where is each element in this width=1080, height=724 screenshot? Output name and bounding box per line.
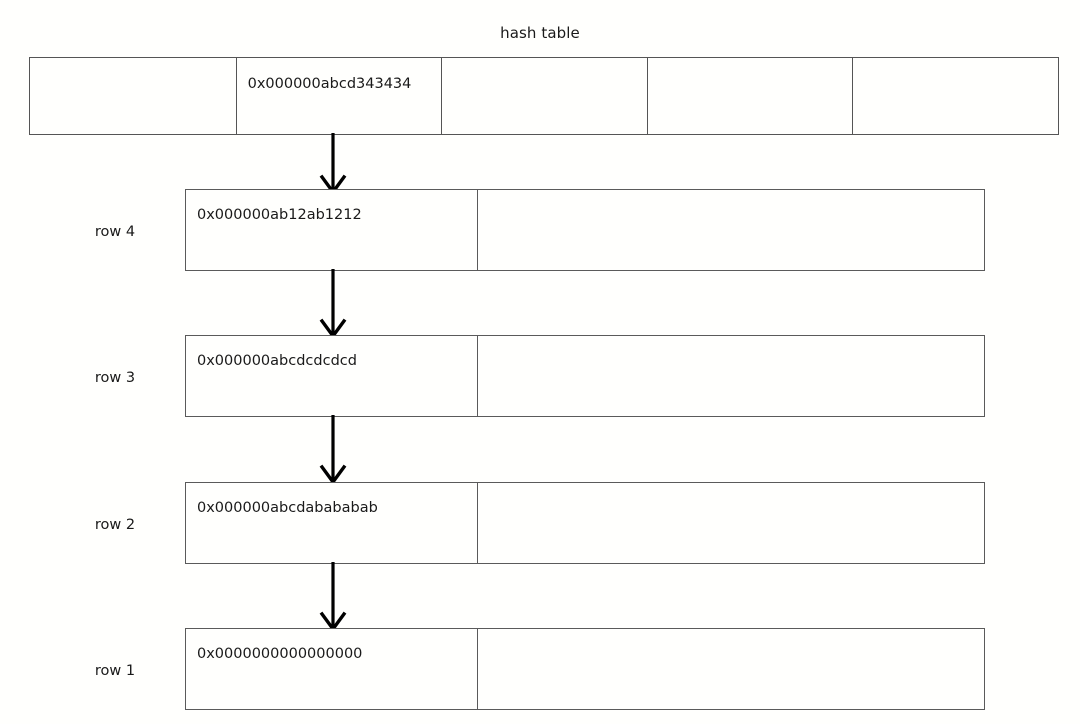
row-box-row-2[interactable]: 0x000000abcdabababab xyxy=(185,482,985,564)
arrow-row2-to-row1 xyxy=(319,562,347,632)
row-1-value-cell[interactable] xyxy=(478,629,984,709)
row-4-value-cell[interactable] xyxy=(478,190,984,270)
row-3-key-text: 0x000000abcdcdcdcd xyxy=(197,353,357,369)
hash-table-cell-1-text: 0x000000abcd343434 xyxy=(247,76,412,92)
row-1-key-cell[interactable]: 0x0000000000000000 xyxy=(186,629,478,709)
row-3-key-cell[interactable]: 0x000000abcdcdcdcd xyxy=(186,336,478,416)
arrow-row3-to-row2 xyxy=(319,415,347,485)
row-label-row-1: row 1 xyxy=(94,663,136,679)
arrow-hash-to-row4 xyxy=(319,133,347,195)
hash-table-cell-2[interactable] xyxy=(442,58,648,134)
row-2-key-cell[interactable]: 0x000000abcdabababab xyxy=(186,483,478,563)
row-1-key-text: 0x0000000000000000 xyxy=(197,646,363,662)
row-4-key-cell[interactable]: 0x000000ab12ab1212 xyxy=(186,190,478,270)
arrow-row4-to-row3 xyxy=(319,269,347,339)
row-3-value-cell[interactable] xyxy=(478,336,984,416)
row-2-key-text: 0x000000abcdabababab xyxy=(197,500,378,516)
row-box-row-3[interactable]: 0x000000abcdcdcdcd xyxy=(185,335,985,417)
row-box-row-4[interactable]: 0x000000ab12ab1212 xyxy=(185,189,985,271)
row-label-row-4: row 4 xyxy=(94,224,136,240)
diagram-title: hash table xyxy=(500,24,580,42)
row-label-row-2: row 2 xyxy=(94,517,136,533)
hash-table-cell-3[interactable] xyxy=(648,58,854,134)
row-box-row-1[interactable]: 0x0000000000000000 xyxy=(185,628,985,710)
hash-table-cell-0[interactable] xyxy=(30,58,237,134)
hash-table-cell-1[interactable]: 0x000000abcd343434 xyxy=(237,58,443,134)
row-4-key-text: 0x000000ab12ab1212 xyxy=(197,207,362,223)
row-2-value-cell[interactable] xyxy=(478,483,984,563)
hash-table: 0x000000abcd343434 xyxy=(29,57,1059,135)
row-label-row-3: row 3 xyxy=(94,370,136,386)
hash-table-cell-4[interactable] xyxy=(853,58,1058,134)
